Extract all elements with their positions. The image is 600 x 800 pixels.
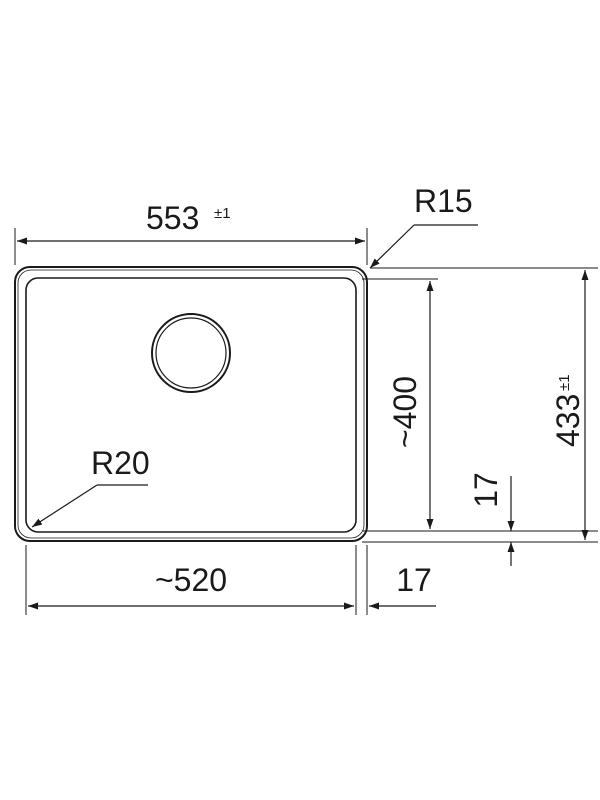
dimension-outer-width: 553 ±1 <box>17 200 365 245</box>
dimension-inner-height: ~400 <box>387 281 434 529</box>
outer-width-tolerance: ±1 <box>214 205 231 222</box>
outer-height-label: 433 <box>550 394 586 447</box>
rim-right-label: 17 <box>396 562 432 598</box>
sink-outer-rim <box>14 266 368 542</box>
dimension-inner-width: ~520 <box>28 562 354 610</box>
dimension-outer-height: 433 ±1 <box>550 270 589 540</box>
sink-basin <box>25 277 357 533</box>
drain-inner <box>155 317 227 389</box>
inner-width-label: ~520 <box>155 562 227 598</box>
corner-outer-label: R15 <box>414 183 473 219</box>
extension-lines <box>14 228 598 615</box>
dimension-rim-bottom: 17 <box>468 472 515 566</box>
inner-height-label: ~400 <box>387 376 423 448</box>
dimension-rim-right: 17 <box>369 562 436 610</box>
outer-height-tolerance: ±1 <box>556 374 573 391</box>
outer-width-label: 553 <box>146 200 199 236</box>
rim-bottom-label: 17 <box>468 472 504 508</box>
sink-body <box>14 266 368 542</box>
drain-outer <box>151 313 231 393</box>
corner-inner-label: R20 <box>91 445 150 481</box>
dimension-corner-inner: R20 <box>31 445 150 528</box>
dimension-corner-outer: R15 <box>369 183 478 269</box>
sink-inner-rim <box>17 269 365 539</box>
